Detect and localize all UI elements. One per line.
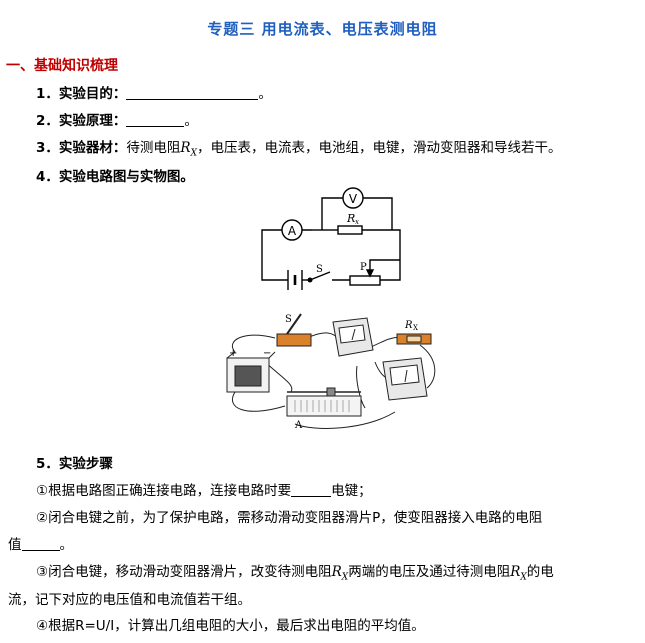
step-2-line1: ②闭合电键之前，为了保护电路，需移动滑动变阻器滑片P，使变阻器接入电路的电阻	[36, 510, 543, 526]
step2-blank[interactable]	[21, 536, 60, 551]
item-number: 2．	[36, 113, 59, 129]
ammeter-symbol	[281, 219, 303, 241]
step-text: 的电	[526, 564, 554, 580]
item-number: 1．	[36, 86, 59, 102]
item-principle: 2．实验原理： 。	[36, 109, 198, 129]
resistor-symbol: R	[331, 564, 342, 580]
steps-heading: 5．实验步骤	[36, 452, 113, 472]
purpose-blank[interactable]	[126, 85, 259, 100]
item-label: 实验目的：	[58, 86, 127, 102]
item-label: 实验电路图与实物图。	[58, 169, 194, 185]
resistor-symbol: R	[510, 564, 521, 580]
item-number: 5．	[36, 456, 59, 472]
terminal-a-label: A	[294, 420, 303, 431]
knife-switch	[276, 313, 312, 347]
page-title: 专题三 用电流表、电压表测电阻	[207, 20, 438, 38]
section-heading: 一、基础知识梳理	[6, 58, 118, 74]
item-label: 实验原理：	[58, 113, 127, 129]
rx-photo-label: R	[404, 320, 413, 331]
item-punct: 。	[184, 113, 198, 129]
equipment-text: ，电压表，电流表，电池组，电键，滑动变阻器和导线若干。	[197, 140, 562, 156]
battery-minus: −	[263, 348, 271, 359]
resistor-subscript: X	[520, 572, 527, 583]
battery-box	[226, 351, 276, 393]
item-diagram: 4．实验电路图与实物图。	[36, 165, 194, 185]
item-punct: 。	[258, 86, 272, 102]
item-equipment: 3．实验器材：待测电阻RX，电压表，电流表，电池组，电键，滑动变阻器和导线若干。	[36, 136, 562, 159]
resistor-photo	[396, 333, 432, 345]
equipment-text: 待测电阻	[126, 140, 181, 156]
ammeter-label: A	[288, 224, 297, 238]
step-4: ④根据R=U/I，计算出几组电阻的大小，最后求出电阻的平均值。	[36, 618, 425, 634]
battery-plus: +	[229, 348, 237, 359]
step-text: 两端的电压及通过待测电阻	[348, 564, 511, 580]
item-number: 3．	[36, 140, 59, 156]
slider-label: P	[360, 262, 367, 273]
step1-blank[interactable]	[291, 482, 332, 497]
ammeter-photo	[332, 317, 374, 357]
step-text: ③闭合电键，移动滑动变阻器滑片，改变待测电阻	[36, 564, 332, 580]
step-1: ①根据电路图正确连接电路，连接电路时要 电键；	[36, 479, 372, 499]
circuit-diagram: A V R x S P	[261, 187, 401, 290]
rx-photo-subscript: X	[413, 324, 418, 332]
item-label: 实验步骤	[58, 456, 113, 472]
switch-label: S	[316, 264, 323, 275]
step-text: 电键；	[331, 483, 372, 499]
rx-subscript: x	[355, 218, 359, 226]
switch-photo-label: S	[285, 314, 292, 325]
step-text: 。	[59, 537, 74, 553]
step-2-line2: 值。	[8, 533, 73, 553]
rheostat-photo	[286, 387, 362, 417]
voltmeter-label: V	[349, 192, 358, 206]
item-label: 实验器材：	[58, 140, 127, 156]
step-text: ①根据电路图正确连接电路，连接电路时要	[36, 483, 292, 499]
resistor-symbol: R	[180, 140, 191, 156]
principle-blank[interactable]	[126, 112, 185, 127]
step-3-line2: 流，记下对应的电压值和电流值若干组。	[8, 592, 251, 608]
item-number: 4．	[36, 169, 59, 185]
voltmeter-symbol	[342, 187, 364, 209]
resistor-subscript: X	[341, 572, 349, 583]
step-text: 值	[8, 537, 22, 553]
rx-label: R	[346, 212, 355, 225]
resistor-subscript: X	[190, 148, 197, 159]
step-3-line1: ③闭合电键，移动滑动变阻器滑片，改变待测电阻RX两端的电压及通过待测电阻RX的电	[36, 560, 554, 583]
apparatus-drawing: + − S R X A	[226, 313, 436, 431]
item-purpose: 1．实验目的： 。	[36, 82, 272, 102]
voltmeter-photo	[382, 357, 428, 401]
